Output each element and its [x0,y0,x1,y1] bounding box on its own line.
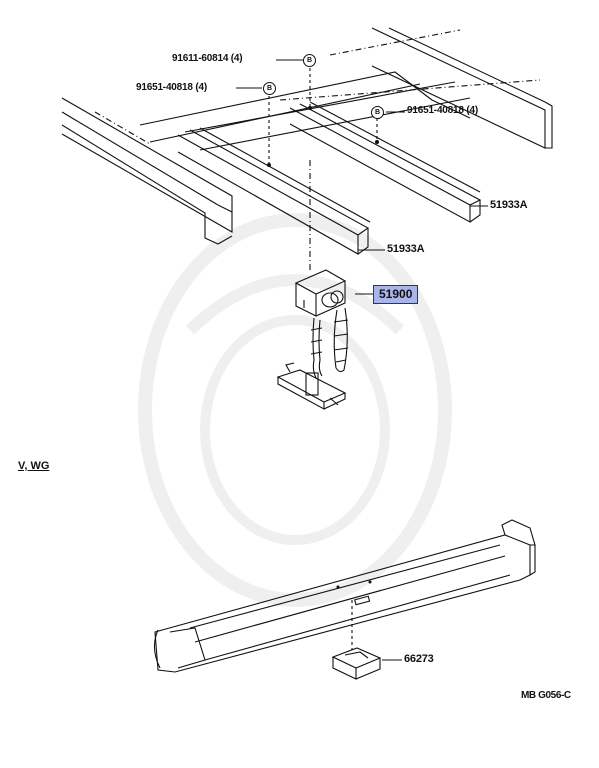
label-bracket-66273[interactable]: 66273 [404,653,434,665]
variant-heading: V, WG [18,460,50,472]
label-bolt-91651-right[interactable]: 91651-40818 (4) [407,105,478,116]
bolt-marker-b-left: B [263,82,276,95]
label-rail-51933a-right[interactable]: 51933A [490,199,528,211]
bolt-marker-b-upper: B [303,54,316,67]
label-bolt-91611[interactable]: 91611-60814 (4) [172,53,243,64]
label-carrier-51900[interactable]: 51900 [373,285,419,304]
bolt-marker-b-right: B [371,106,384,119]
figure-code: MB G056-C [521,690,571,701]
label-rail-51933a-left[interactable]: 51933A [387,243,425,255]
label-bolt-91651-left[interactable]: 91651-40818 (4) [136,82,207,93]
